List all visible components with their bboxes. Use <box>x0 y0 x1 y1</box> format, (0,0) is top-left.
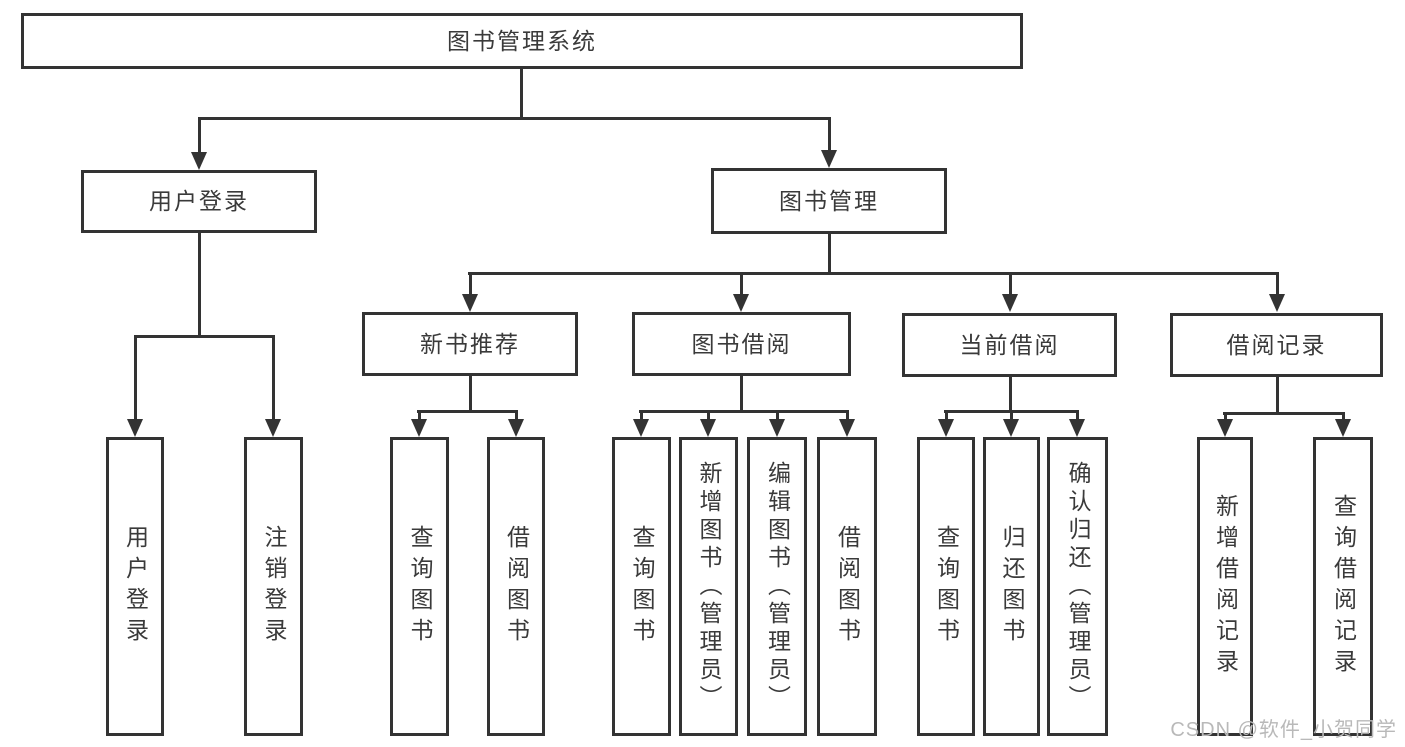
connector-bookmgmt-crossbar <box>468 272 1279 275</box>
connector-stem-cb-confirm <box>1076 410 1079 420</box>
leaf-query-books-borrow: 查询图书 <box>612 437 671 736</box>
node-book-borrowing: 图书借阅 <box>632 312 851 376</box>
arrowhead-cb-return-icon <box>1003 419 1019 437</box>
arrowhead-rec-query-icon <box>1335 419 1351 437</box>
connector-root-stem <box>520 69 523 117</box>
node-new-book-recommendation: 新书推荐 <box>362 312 578 376</box>
connector-root-crossbar <box>198 117 831 120</box>
leaf-borrow-books: 借阅图书 <box>817 437 877 736</box>
arrowhead-bb-add-icon <box>700 419 716 437</box>
connector-userlogin-crossbar <box>134 335 275 338</box>
connector-stem-rec-add <box>1224 412 1227 420</box>
connector-stem-new-book <box>469 272 472 295</box>
connector-stem-nb-borrow <box>515 410 518 420</box>
connector-stem-bb-borrow <box>846 410 849 420</box>
arrowhead-user-login-icon <box>191 152 207 170</box>
node-user-login: 用户登录 <box>81 170 317 233</box>
leaf-logout: 注销登录 <box>244 437 303 736</box>
connector-stem-book-borrow <box>740 272 743 295</box>
leaf-confirm-return-admin: 确认归还（管理员） <box>1047 437 1108 736</box>
leaf-return-books: 归还图书 <box>983 437 1040 736</box>
connector-stem-borrow-records <box>1276 272 1279 295</box>
leaf-edit-books-admin: 编辑图书（管理员） <box>747 437 807 736</box>
connector-newbook-crossbar <box>417 410 518 413</box>
leaf-query-borrow-record: 查询借阅记录 <box>1313 437 1373 736</box>
connector-records-stem <box>1276 377 1279 412</box>
node-current-borrowing: 当前借阅 <box>902 313 1117 377</box>
connector-stem-nb-query <box>418 410 421 420</box>
connector-bookmgmt-stem <box>828 234 831 272</box>
connector-currentborrow-stem <box>1009 377 1012 410</box>
leaf-add-books-admin: 新增图书（管理员） <box>679 437 738 736</box>
arrowhead-nb-query-icon <box>411 419 427 437</box>
arrowhead-nb-borrow-icon <box>508 419 524 437</box>
node-book-management: 图书管理 <box>711 168 947 234</box>
arrowhead-book-management-icon <box>821 150 837 168</box>
arrowhead-borrow-records-icon <box>1269 294 1285 312</box>
connector-stem-leaf-login <box>134 335 137 419</box>
connector-bookborrow-stem <box>740 376 743 410</box>
leaf-borrow-books-recommend: 借阅图书 <box>487 437 545 736</box>
connector-stem-leaf-logout <box>272 335 275 419</box>
connector-stem-current-borrow <box>1009 272 1012 295</box>
arrowhead-bb-borrow-icon <box>839 419 855 437</box>
leaf-query-books-current: 查询图书 <box>917 437 975 736</box>
arrowhead-cb-query-icon <box>938 419 954 437</box>
connector-stem-user-login <box>198 117 201 153</box>
connector-userlogin-stem <box>198 233 201 335</box>
connector-stem-cb-return <box>1010 410 1013 420</box>
connector-newbook-stem <box>469 376 472 410</box>
arrowhead-rec-add-icon <box>1217 419 1233 437</box>
arrowhead-book-borrow-icon <box>733 294 749 312</box>
connector-bookborrow-crossbar <box>639 410 849 413</box>
csdn-watermark: CSDN @软件_小贺同学 <box>1170 719 1397 741</box>
arrowhead-leaf-login-icon <box>127 419 143 437</box>
arrowhead-cb-confirm-icon <box>1069 419 1085 437</box>
arrowhead-new-book-icon <box>462 294 478 312</box>
leaf-add-borrow-record: 新增借阅记录 <box>1197 437 1253 736</box>
arrowhead-current-borrow-icon <box>1002 294 1018 312</box>
connector-stem-cb-query <box>945 410 948 420</box>
node-root-library-system: 图书管理系统 <box>21 13 1023 69</box>
leaf-query-books-recommend: 查询图书 <box>390 437 449 736</box>
node-borrowing-records: 借阅记录 <box>1170 313 1383 377</box>
arrowhead-leaf-logout-icon <box>265 419 281 437</box>
connector-stem-bb-edit <box>776 410 779 420</box>
connector-stem-bb-query <box>640 410 643 420</box>
leaf-user-login: 用户登录 <box>106 437 164 736</box>
connector-stem-book-management <box>828 117 831 151</box>
connector-stem-rec-query <box>1342 412 1345 420</box>
connector-records-crossbar <box>1223 412 1345 415</box>
arrowhead-bb-edit-icon <box>769 419 785 437</box>
connector-stem-bb-add <box>707 410 710 420</box>
arrowhead-bb-query-icon <box>633 419 649 437</box>
